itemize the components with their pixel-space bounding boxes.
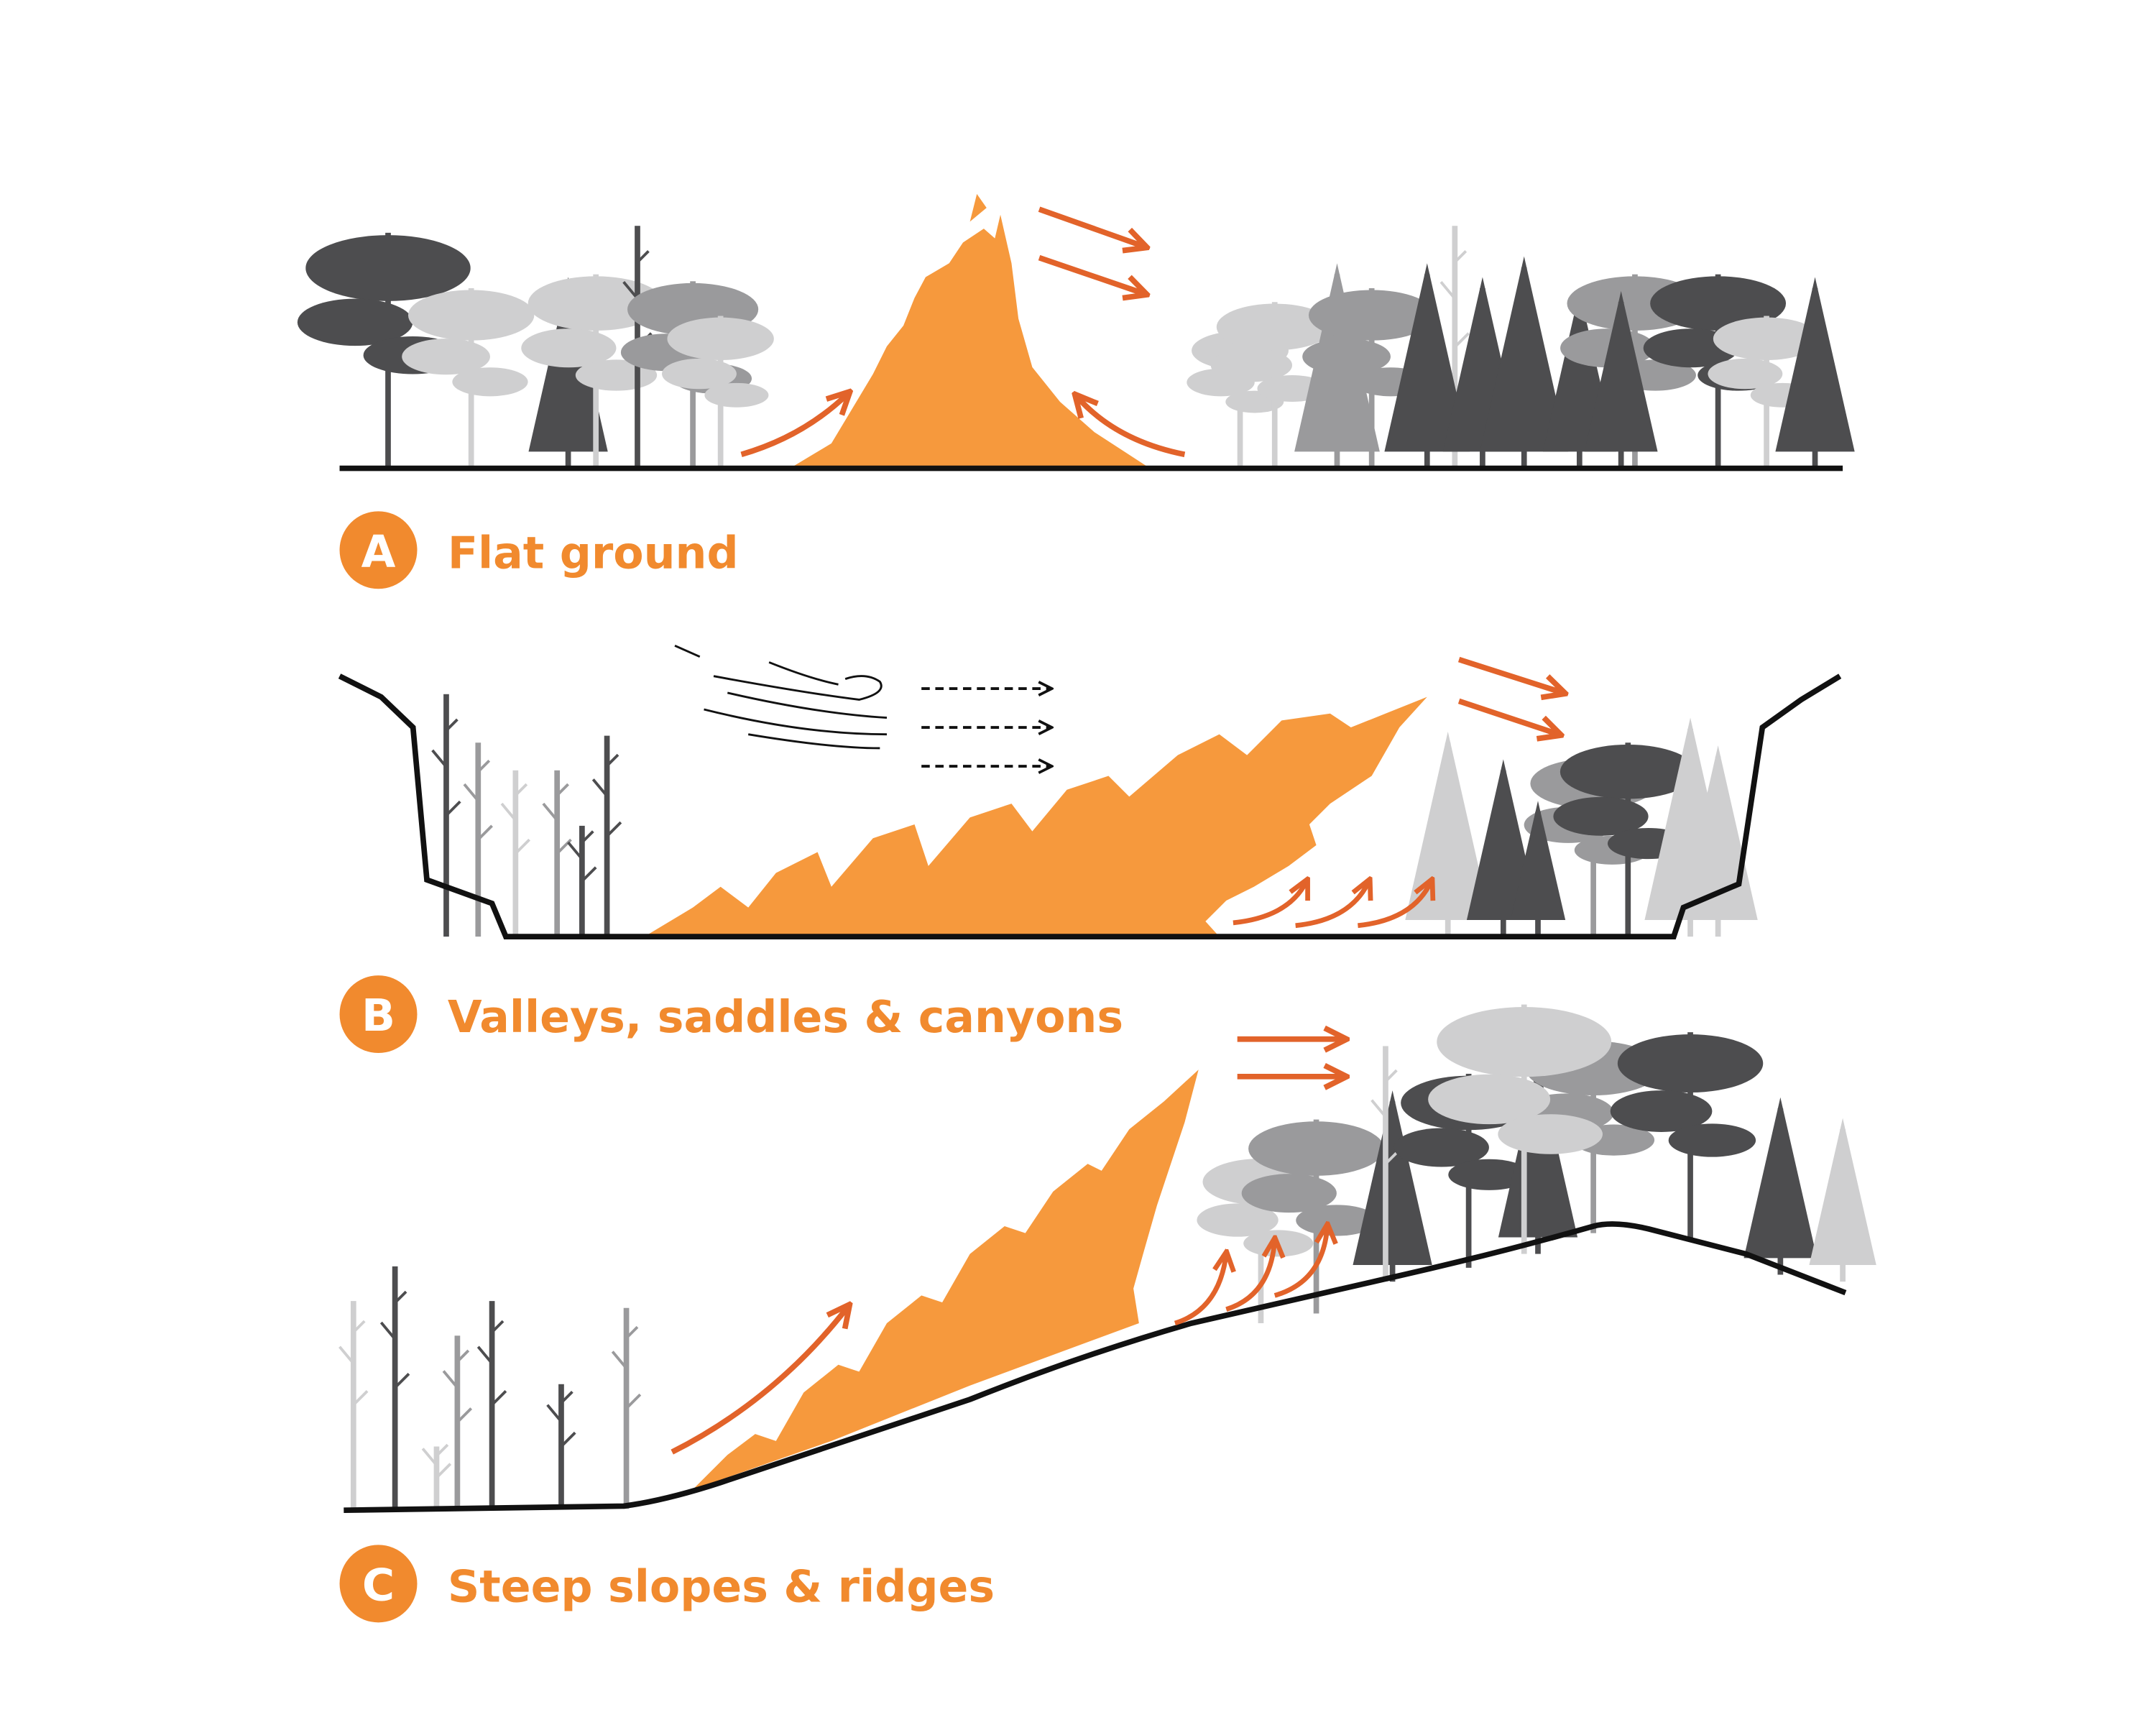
dead-tree-icon — [431, 694, 461, 937]
updraft-arrow — [740, 393, 848, 457]
flame-a — [790, 214, 1151, 469]
dead-tree-icon — [546, 1384, 576, 1509]
updraft-arrow — [1273, 1226, 1327, 1298]
pine-tree-icon — [1210, 302, 1333, 469]
conifer-tree-icon — [1384, 263, 1470, 469]
dead-tree-icon — [611, 1307, 642, 1509]
updraft-arrow — [1233, 881, 1307, 926]
flame-a-tip — [969, 193, 987, 222]
panel-a — [339, 193, 1843, 472]
flame-c — [693, 1070, 1199, 1490]
badge-letter: A — [361, 525, 396, 577]
updraft-arrow — [1358, 881, 1431, 929]
updraft-arrow — [671, 1307, 848, 1455]
updraft-arrow — [1077, 396, 1186, 458]
pine-tree-icon — [402, 288, 535, 469]
wind-icon — [674, 644, 888, 750]
conifer-tree-icon — [1743, 1097, 1818, 1275]
slope-ground-c — [344, 1221, 1847, 1514]
pine-tree-icon — [1428, 1004, 1612, 1254]
badge-circle — [339, 1545, 418, 1623]
conifer-tree-icon — [1353, 1090, 1432, 1282]
conifer-tree-icon — [1775, 277, 1855, 469]
panel-title: Flat ground — [448, 527, 739, 579]
label-a: A Flat ground — [339, 511, 739, 589]
pine-tree-icon — [1610, 1032, 1764, 1241]
conifer-tree-icon — [1510, 801, 1566, 937]
conifer-tree-icon — [1584, 290, 1658, 469]
conifer-tree-icon — [1405, 731, 1491, 937]
panel-b — [338, 644, 1842, 939]
dead-tree-icon — [567, 825, 597, 937]
panel-title: Valleys, saddles & canyons — [448, 991, 1123, 1043]
dead-tree-icon — [542, 770, 572, 937]
updraft-arrow — [1295, 881, 1369, 929]
pine-tree-icon — [1241, 1119, 1385, 1314]
flame-b — [644, 696, 1427, 937]
dead-tree-icon — [442, 1335, 473, 1509]
label-b: B Valleys, saddles & canyons — [339, 975, 1123, 1054]
panel-c — [344, 1039, 1847, 1514]
dead-tree-icon — [591, 735, 622, 937]
panel-title: Steep slopes & ridges — [448, 1560, 995, 1612]
dead-tree-icon — [463, 742, 493, 937]
badge-circle — [339, 975, 418, 1054]
dead-tree-icon — [421, 1443, 452, 1509]
dead-tree-icon — [1439, 226, 1470, 469]
spread-arrow — [1457, 656, 1563, 693]
badge-letter: B — [361, 990, 395, 1041]
pine-tree-icon — [1302, 288, 1435, 469]
conifer-tree-icon — [1480, 256, 1569, 469]
valley-ground-b — [338, 673, 1842, 939]
dead-tree-icon — [500, 770, 530, 937]
badge-letter: C — [362, 1560, 395, 1611]
spread-arrow — [1457, 698, 1559, 734]
pine-tree-icon — [662, 316, 774, 469]
dead-tree-icon — [338, 1301, 369, 1509]
dead-tree-icon — [379, 1266, 410, 1509]
spread-arrow — [1038, 254, 1145, 294]
updraft-arrow — [1174, 1254, 1226, 1326]
dead-tree-icon — [476, 1301, 507, 1509]
spread-arrow — [1038, 206, 1145, 247]
conifer-tree-icon — [1809, 1118, 1876, 1282]
updraft-arrow — [1225, 1240, 1274, 1312]
label-c: C Steep slopes & ridges — [339, 1545, 995, 1623]
trees-layer — [297, 226, 1876, 1509]
badge-circle — [339, 511, 418, 589]
